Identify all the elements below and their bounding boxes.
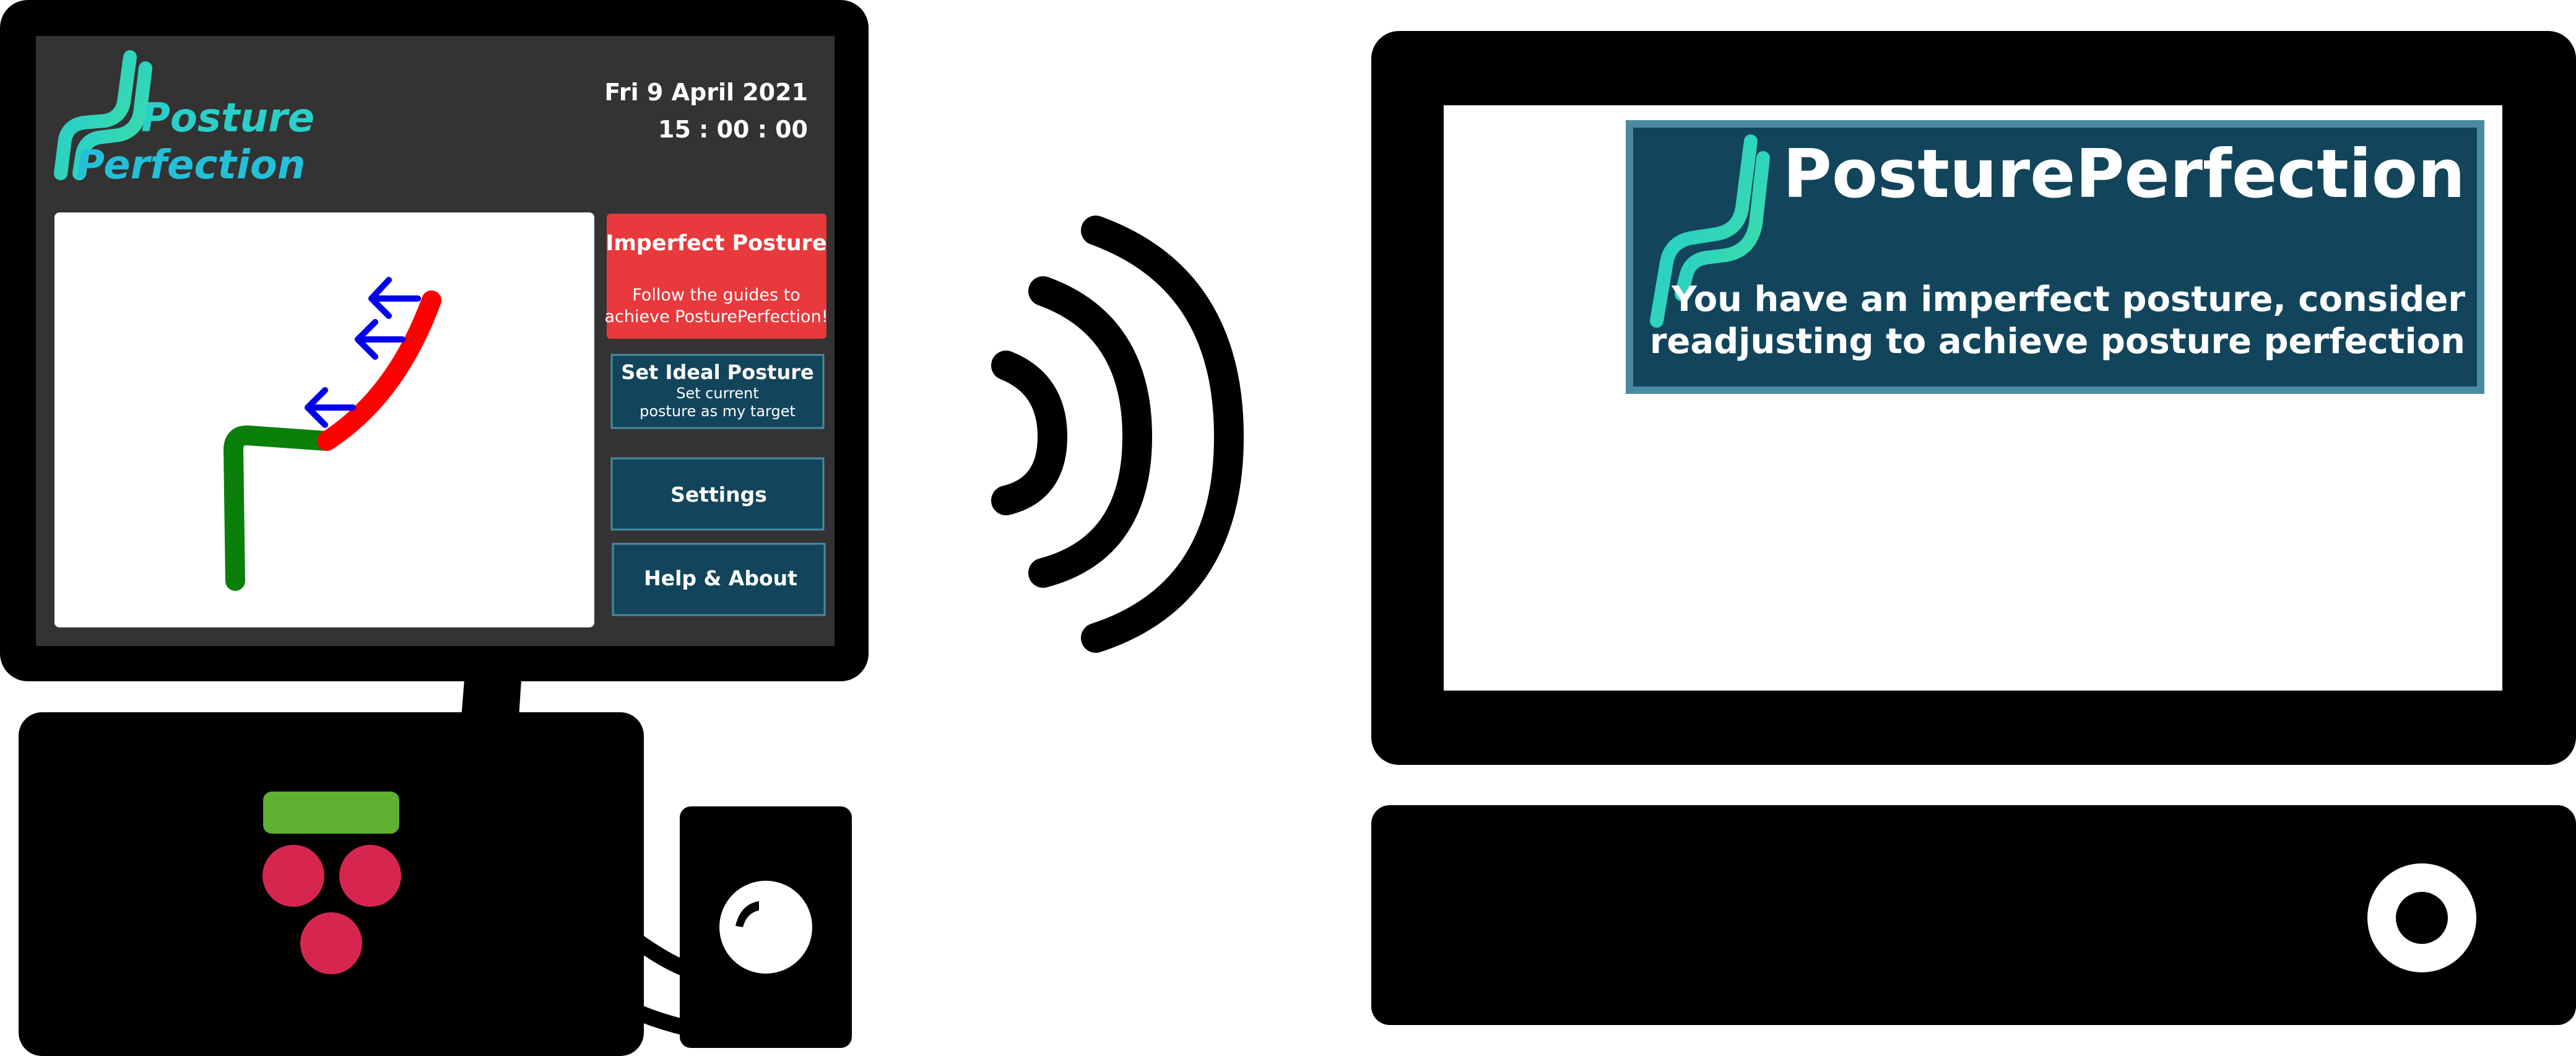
camera-lens-glint: [735, 901, 759, 927]
guide-arrow-icon: [305, 387, 356, 428]
posture-view: [54, 212, 594, 627]
signal-arc-small: [991, 351, 1068, 515]
help-about-button[interactable]: Help & About: [612, 543, 826, 616]
set-ideal-posture-button[interactable]: Set Ideal Posture Set current posture as…: [610, 354, 825, 429]
power-button-center[interactable]: [2396, 892, 2448, 944]
notification-title: PosturePerfection: [1783, 136, 2465, 213]
device-stand-neck: [461, 680, 521, 718]
chair-logo-icon: [54, 50, 152, 180]
signal-arc-large: [1081, 216, 1244, 653]
status-card-message-line1: Follow the guides to: [632, 286, 800, 305]
spine-bad-segment: [317, 290, 441, 451]
rpi-leaf: [263, 792, 399, 834]
camera-lens: [719, 881, 812, 974]
logo-line2: Perfection: [76, 142, 305, 188]
set-ideal-posture-label[interactable]: Set Ideal Posture: [621, 360, 813, 384]
rpi-berry: [339, 845, 401, 907]
set-ideal-posture-sub1[interactable]: Set current: [676, 385, 759, 402]
settings-button-label[interactable]: Settings: [670, 482, 767, 507]
guide-arrow-icon: [368, 277, 421, 319]
guide-arrow-icon: [355, 319, 405, 360]
help-about-button-label[interactable]: Help & About: [644, 566, 797, 590]
notification-background[interactable]: [1626, 120, 2484, 394]
help-about-button-background[interactable]: [612, 543, 826, 616]
rpi-berry: [262, 845, 324, 907]
camera-icon: [680, 806, 852, 1048]
desktop-notification[interactable]: PosturePerfection You have an imperfect …: [1626, 120, 2484, 394]
set-ideal-posture-sub2[interactable]: posture as my target: [640, 403, 796, 420]
notification-message-line2: readjusting to achieve posture perfectio…: [1650, 321, 2465, 362]
guide-arrows: [305, 277, 421, 428]
status-card: Imperfect Posture Follow the guides to a…: [604, 214, 828, 339]
raspberry-pi-base: [19, 712, 644, 1056]
wireless-signal-icon: [991, 216, 1244, 653]
settings-button[interactable]: Settings: [610, 457, 825, 531]
device-date: Fri 9 April 2021: [604, 79, 808, 106]
chair-logo-icon: [1650, 134, 1770, 328]
app-logo: Posture Perfection: [54, 50, 314, 188]
signal-arc-medium: [1028, 276, 1153, 588]
rpi-berry: [300, 912, 362, 974]
logo-line1: Posture: [141, 95, 314, 141]
status-card-title: Imperfect Posture: [605, 231, 826, 256]
spine-good-segment: [223, 425, 337, 591]
posture-device: Posture Perfection Fri 9 April 2021 15 :…: [0, 0, 869, 1056]
desktop-computer: PosturePerfection You have an imperfect …: [1371, 31, 2576, 1025]
status-card-background: [607, 214, 826, 339]
status-card-message-line2: achieve PosturePerfection!: [604, 307, 828, 326]
notification-message-line1: You have an imperfect posture, consider: [1671, 279, 2465, 320]
set-ideal-posture-button-background[interactable]: [610, 354, 825, 429]
raspberry-pi-logo-icon: [262, 792, 401, 974]
computer-base: [1371, 805, 2576, 1025]
settings-button-background[interactable]: [610, 457, 825, 531]
device-time: 15 : 00 : 00: [658, 116, 808, 143]
